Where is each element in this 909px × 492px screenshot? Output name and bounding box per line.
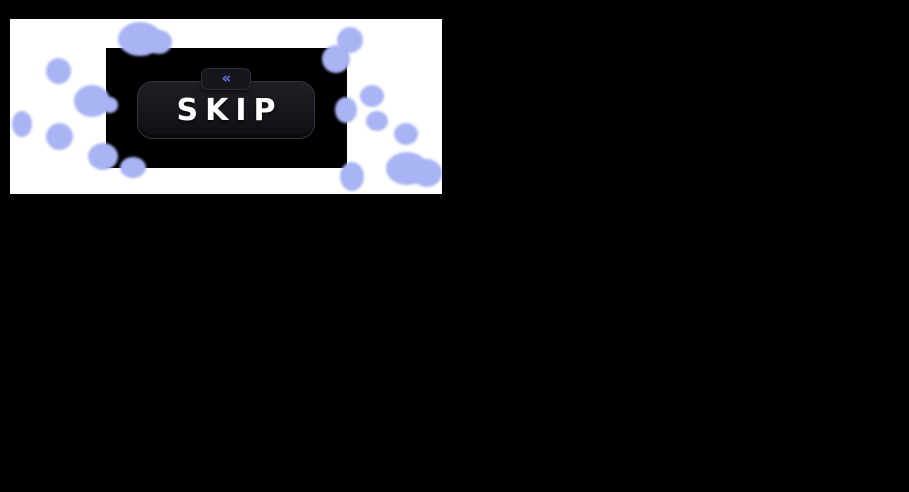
skip-button-label: SKIP xyxy=(176,92,283,128)
paint-blob xyxy=(12,111,32,137)
paint-blob xyxy=(46,123,73,150)
double-chevron-left-icon: « xyxy=(221,68,232,87)
paint-blob xyxy=(46,58,71,84)
paint-blob xyxy=(394,123,418,145)
paint-blob xyxy=(335,97,357,123)
collapse-overlay-button[interactable]: « xyxy=(201,68,251,90)
blob-layer xyxy=(10,19,442,194)
paint-blob xyxy=(102,97,118,113)
skip-button[interactable]: SKIP xyxy=(137,81,315,139)
paint-blob xyxy=(412,159,442,187)
paint-blob xyxy=(146,30,172,54)
paint-blob xyxy=(366,111,388,131)
skip-overlay-controls: « SKIP xyxy=(137,68,315,140)
paint-blob xyxy=(360,85,384,107)
paint-blob xyxy=(322,45,350,73)
paint-blob xyxy=(88,143,118,170)
drawing-canvas[interactable]: « SKIP xyxy=(10,19,442,194)
paint-blob xyxy=(120,157,146,178)
paint-blob xyxy=(340,162,364,191)
